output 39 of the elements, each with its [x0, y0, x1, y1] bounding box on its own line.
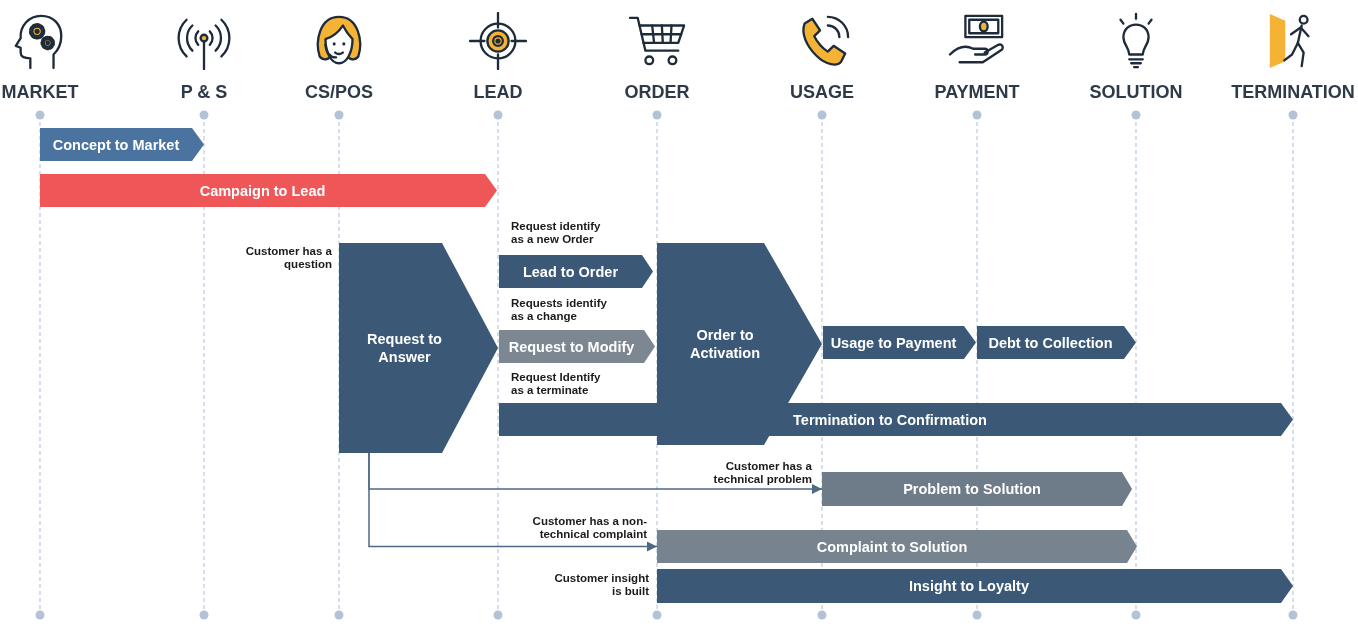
column-heading: SOLUTION [1089, 82, 1183, 102]
process-stage-band [822, 472, 1132, 506]
process-label: Concept to Market [52, 135, 180, 154]
column-heading: LEAD [473, 82, 523, 102]
process-stage-band [823, 326, 976, 359]
process-label: Complaint to Solution [816, 537, 968, 556]
process-label: Lead to Order [522, 262, 619, 281]
process-stage-band [499, 330, 655, 363]
column-heading: USAGE [790, 82, 854, 102]
column-heading: TERMINATION [1231, 82, 1355, 102]
annotation-text: Customer insight is built [553, 572, 649, 598]
annotation-text: Request identify as a new Order [511, 220, 602, 246]
process-stage-band [657, 569, 1293, 603]
annotation-text: Request Identify as a terminate [511, 371, 602, 397]
process-stage-band [499, 255, 653, 288]
process-label: Request to Answer [366, 330, 443, 366]
process-label: Request to Modify [508, 337, 635, 356]
annotation-text: Customer has a technical problem [712, 460, 812, 486]
process-label: Termination to Confirmation [793, 410, 987, 429]
process-label: Insight to Loyalty [909, 577, 1029, 595]
annotation-text: Customer has a non-technical complaint [531, 515, 647, 541]
connector-arrow [368, 452, 658, 552]
annotation-text: Requests identify as a change [511, 297, 608, 323]
process-label: Debt to Collection [988, 333, 1113, 352]
process-stage-band [977, 326, 1136, 359]
process-label: Problem to Solution [903, 480, 1041, 498]
process-label: Campaign to Lead [199, 181, 326, 200]
column-heading: CS/POS [305, 82, 373, 102]
process-label: Usage to Payment [830, 333, 957, 352]
process-stage-block [339, 243, 498, 453]
annotation-text: Customer has a question [244, 245, 332, 271]
process-label: Order to Activation [688, 326, 762, 362]
process-stage-band [40, 128, 204, 161]
process-stage-band [657, 530, 1137, 563]
column-heading: ORDER [624, 82, 690, 102]
column-heading: PAYMENT [934, 82, 1020, 102]
column-heading: MARKET [1, 82, 79, 102]
column-heading: P & S [180, 82, 228, 102]
process-stage-band [40, 174, 497, 207]
